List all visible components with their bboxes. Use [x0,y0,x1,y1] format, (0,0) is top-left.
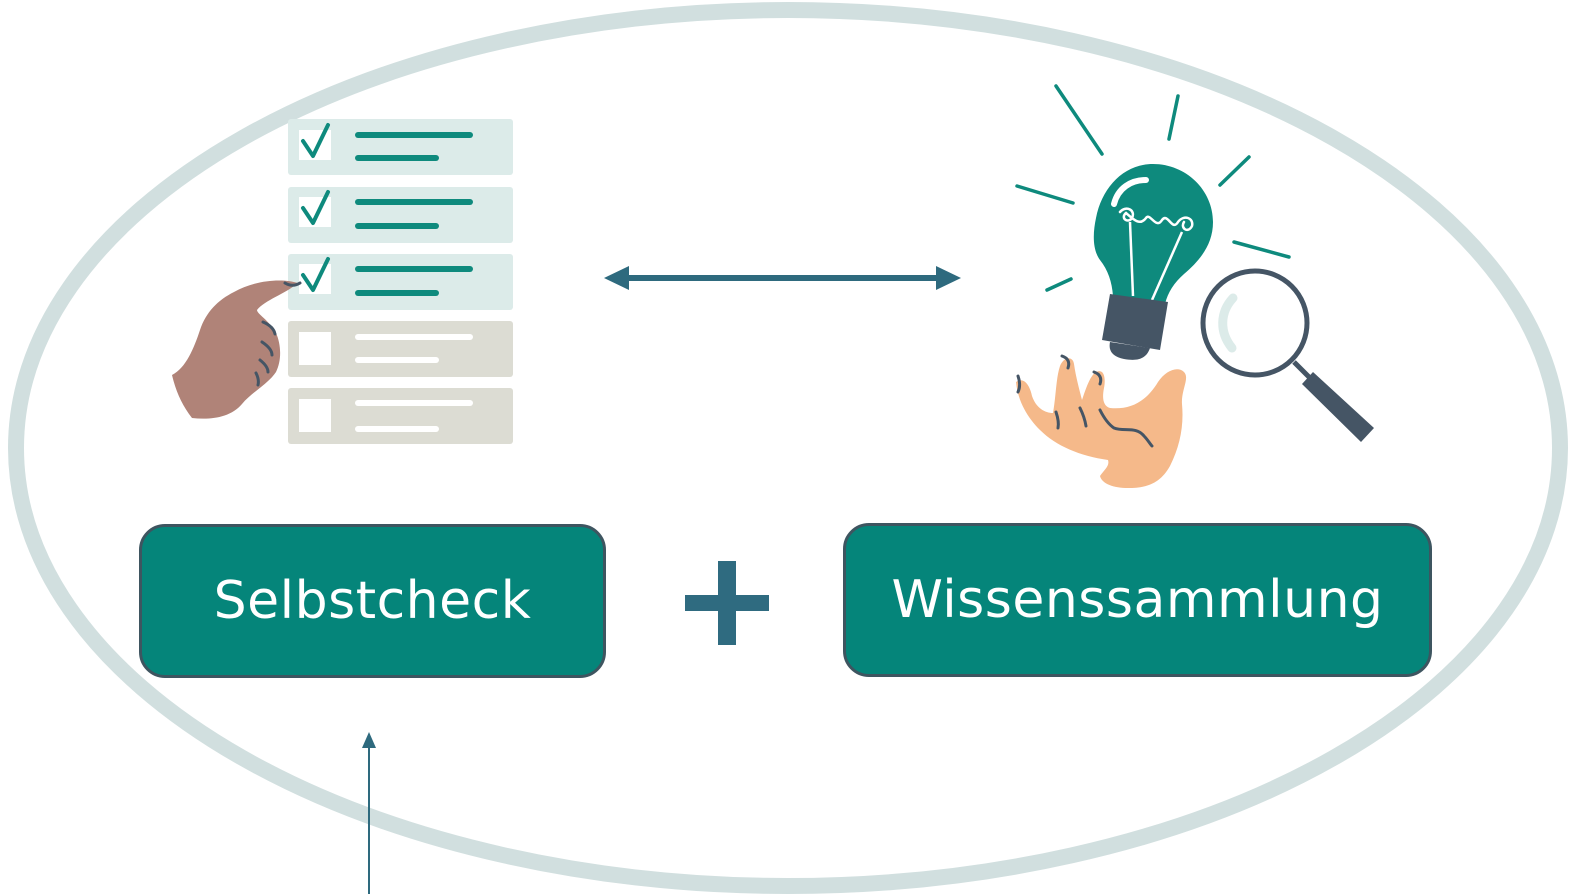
checkmark-icon [301,123,330,158]
checklist-row-checked [288,254,513,310]
checklist-illustration [172,119,513,444]
open-hand-icon [1016,354,1187,488]
light-rays [1015,84,1291,292]
pointing-hand-icon [172,280,302,419]
checkmark-icon [301,257,330,292]
selbstcheck-label: Selbstcheck [213,571,532,631]
wissenssammlung-box: Wissenssammlung [843,523,1432,677]
magnifier-icon [1200,268,1374,442]
checkmark-icon [301,190,330,225]
knowledge-illustration [1015,84,1374,488]
lightbulb-icon [1093,164,1213,360]
checklist-row-unchecked [288,321,513,377]
wissenssammlung-label: Wissenssammlung [891,570,1384,630]
enclosing-ellipse [8,2,1568,894]
up-arrow [362,732,376,894]
checklist-row-checked [288,187,513,243]
plus-icon [685,561,769,645]
selbstcheck-box: Selbstcheck [139,524,606,678]
checklist-row-unchecked [288,388,513,444]
checklist-row-checked [288,119,513,175]
double-headed-arrow [604,266,961,290]
